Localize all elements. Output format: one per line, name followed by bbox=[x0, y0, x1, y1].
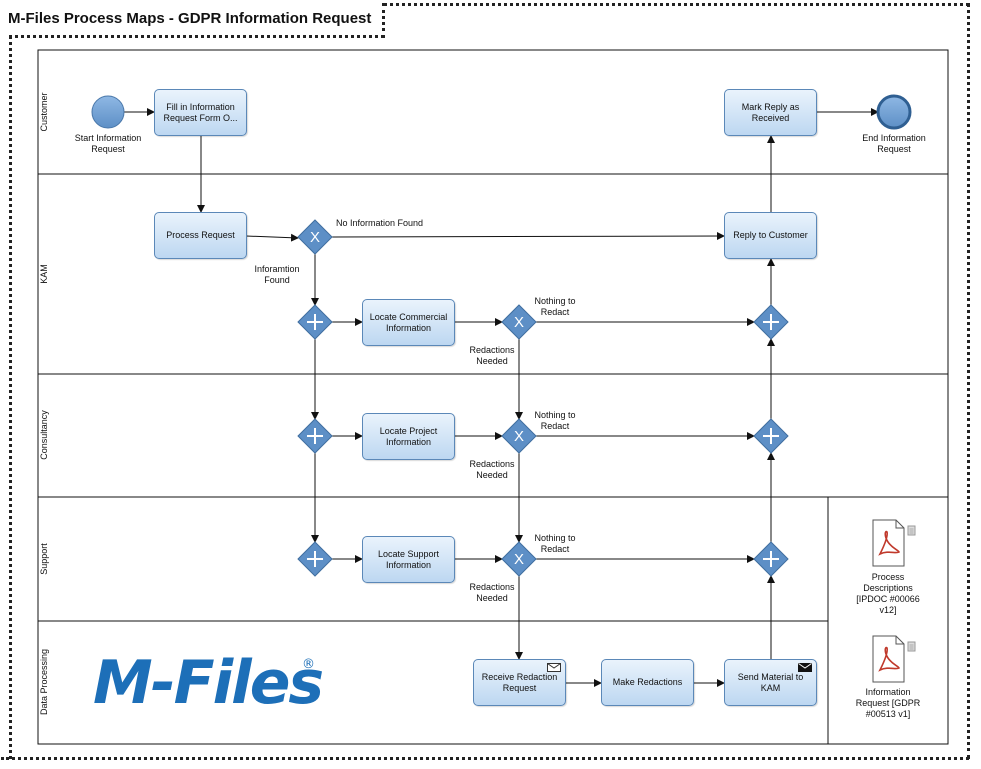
task-fill-in-form[interactable]: Fill in Information Request Form O... bbox=[154, 89, 247, 136]
parallel-gateway-join-kam[interactable] bbox=[753, 304, 789, 340]
task-receive-redaction-request[interactable]: Receive Redaction Request bbox=[473, 659, 566, 706]
task-process-request[interactable]: Process Request bbox=[154, 212, 247, 259]
frame-border-bottom bbox=[1, 757, 969, 760]
diagram-title: M-Files Process Maps - GDPR Information … bbox=[8, 10, 372, 27]
exclusive-gateway-support[interactable]: X bbox=[501, 541, 537, 577]
flow-label-nothing-to-redact: Nothing to Redact bbox=[534, 296, 576, 317]
task-label: Reply to Customer bbox=[733, 230, 808, 240]
task-mark-reply-received[interactable]: Mark Reply as Received bbox=[724, 89, 817, 136]
lane-label-data-processing: Data Processing bbox=[39, 648, 49, 716]
task-label: Locate Commercial Information bbox=[369, 311, 448, 333]
task-label: Locate Support Information bbox=[377, 548, 440, 570]
task-label: Mark Reply as Received bbox=[741, 101, 800, 123]
pdf-icon[interactable] bbox=[866, 518, 916, 568]
parallel-gateway-split-kam[interactable] bbox=[297, 304, 333, 340]
lane-label-kam: KAM bbox=[39, 264, 49, 284]
svg-text:X: X bbox=[310, 229, 320, 246]
exclusive-gateway-project[interactable]: X bbox=[501, 418, 537, 454]
parallel-gateway-split-support[interactable] bbox=[297, 541, 333, 577]
task-label: Receive Redaction Request bbox=[481, 671, 558, 693]
task-locate-project[interactable]: Locate Project Information bbox=[362, 413, 455, 460]
envelope-icon bbox=[547, 663, 561, 672]
end-event-label: End Information Request bbox=[862, 133, 926, 154]
svg-text:X: X bbox=[514, 428, 524, 445]
flow-label-no-information: No Information Found bbox=[336, 218, 424, 228]
start-event-label: Start Information Request bbox=[74, 133, 142, 154]
lane-label-support: Support bbox=[39, 543, 49, 575]
exclusive-gateway-info-found[interactable]: X bbox=[297, 219, 333, 255]
flow-label-redactions-needed: Redactions Needed bbox=[469, 582, 515, 603]
frame-border-left bbox=[9, 36, 12, 759]
task-send-material-to-kam[interactable]: Send Material to KAM bbox=[724, 659, 817, 706]
frame-border-top bbox=[384, 3, 969, 6]
swimlane-pool bbox=[37, 49, 949, 745]
task-label: Process Request bbox=[166, 230, 235, 240]
parallel-gateway-split-consultancy[interactable] bbox=[297, 418, 333, 454]
flow-label-nothing-to-redact: Nothing to Redact bbox=[534, 533, 576, 554]
document-label: Process Descriptions [IPDOC #00066 v12] bbox=[856, 572, 920, 615]
pdf-icon[interactable] bbox=[866, 634, 916, 684]
parallel-gateway-join-support[interactable] bbox=[753, 541, 789, 577]
task-locate-commercial[interactable]: Locate Commercial Information bbox=[362, 299, 455, 346]
flow-label-redactions-needed: Redactions Needed bbox=[469, 459, 515, 480]
flow-label-information-found: Inforamtion Found bbox=[254, 264, 300, 285]
task-label: Make Redactions bbox=[612, 677, 683, 687]
m-files-logo: M-Files bbox=[93, 648, 324, 718]
task-label: Send Material to KAM bbox=[737, 671, 804, 693]
parallel-gateway-join-consultancy[interactable] bbox=[753, 418, 789, 454]
document-label: Information Request [GDPR #00513 v1] bbox=[855, 687, 921, 719]
svg-text:X: X bbox=[514, 551, 524, 568]
flow-label-nothing-to-redact: Nothing to Redact bbox=[534, 410, 576, 431]
lane-label-consultancy: Consultancy bbox=[39, 410, 49, 460]
task-make-redactions[interactable]: Make Redactions bbox=[601, 659, 694, 706]
end-event[interactable] bbox=[876, 94, 912, 130]
task-label: Fill in Information Request Form O... bbox=[163, 101, 238, 123]
frame-border-title-bottom bbox=[9, 35, 384, 38]
exclusive-gateway-commercial[interactable]: X bbox=[501, 304, 537, 340]
sequence-flows bbox=[124, 108, 879, 687]
registered-mark: ® bbox=[302, 657, 315, 672]
task-locate-support[interactable]: Locate Support Information bbox=[362, 536, 455, 583]
frame-border-right bbox=[967, 3, 970, 759]
flow-label-redactions-needed: Redactions Needed bbox=[469, 345, 515, 366]
svg-text:X: X bbox=[514, 314, 524, 331]
start-event[interactable] bbox=[91, 95, 125, 129]
lane-label-customer: Customer bbox=[39, 92, 49, 132]
frame-border-title-right bbox=[382, 3, 385, 38]
task-label: Locate Project Information bbox=[379, 425, 438, 447]
task-reply-to-customer[interactable]: Reply to Customer bbox=[724, 212, 817, 259]
envelope-filled-icon bbox=[798, 663, 812, 672]
